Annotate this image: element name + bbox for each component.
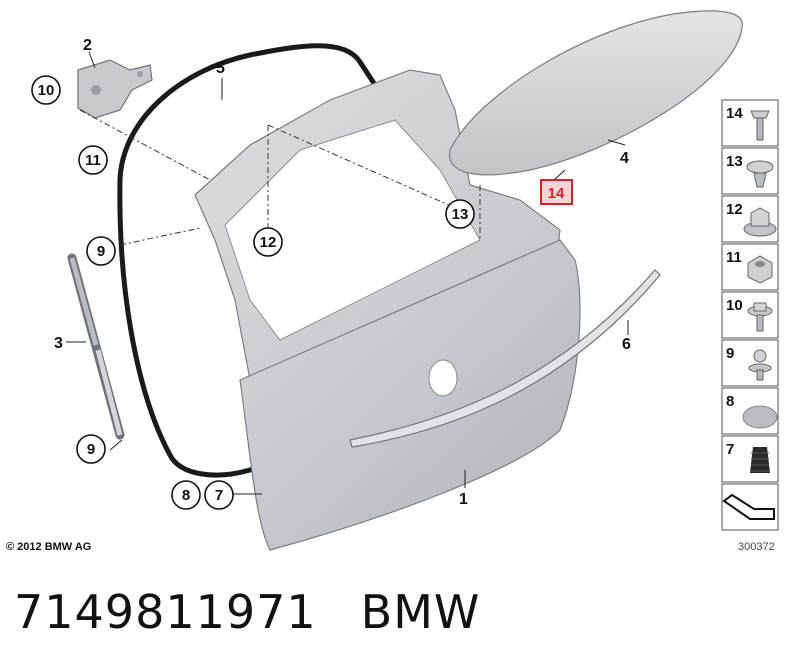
callout-4: 4: [620, 150, 629, 167]
callout-9-lower: 9: [76, 434, 106, 464]
legend-cell: 11: [721, 243, 779, 291]
callout-2: 2: [83, 37, 92, 54]
svg-text:9: 9: [97, 243, 105, 260]
image-number: 300372: [738, 541, 775, 553]
callout-12: 12: [253, 227, 283, 257]
hex-nut-flange-icon: [743, 207, 777, 237]
copyright: © 2012 BMW AG: [6, 541, 92, 553]
callout-7: 7: [204, 480, 234, 510]
gas-strut: [67, 253, 125, 440]
legend-number: 11: [726, 249, 742, 266]
emblem-recess: [428, 359, 458, 397]
callout-6: 6: [622, 336, 631, 353]
pointer-arrow-icon: [722, 493, 775, 520]
tailgate-panel: [239, 239, 581, 551]
svg-text:13: 13: [452, 206, 469, 223]
svg-text:8: 8: [182, 487, 190, 504]
legend-number: 13: [726, 153, 743, 170]
callout-5: 5: [216, 60, 225, 77]
legend-number: 7: [726, 441, 734, 458]
hex-bolt-icon: [747, 302, 773, 332]
callout-14-highlighted: 14: [540, 179, 573, 205]
legend-cell: 8: [721, 387, 779, 435]
legend-number: 10: [726, 297, 743, 314]
fastener-legend: 14 13 12 11 10 9 8 7: [721, 99, 779, 531]
legend-cell: 7: [721, 435, 779, 483]
svg-text:14: 14: [548, 185, 565, 202]
legend-cell: 13: [721, 147, 779, 195]
legend-number: 9: [726, 345, 734, 362]
legend-number: 8: [726, 393, 734, 410]
callout-9-upper: 9: [86, 236, 116, 266]
part-number-line: 7149811971 BMW: [14, 585, 480, 639]
svg-text:10: 10: [38, 82, 55, 99]
parts-diagram: 2 5 3 4 6 1 10 11 9 12 13 9 8 7 14 14131…: [31, 10, 779, 551]
legend-cell: 10: [721, 291, 779, 339]
svg-text:9: 9: [87, 441, 95, 458]
callout-10: 10: [31, 75, 61, 105]
legend-cell: 9: [721, 339, 779, 387]
hinge: [77, 59, 153, 119]
trim-strip: [349, 269, 661, 448]
legend-number: 14: [726, 105, 743, 122]
callout-8: 8: [171, 480, 201, 510]
legend-cell: [721, 483, 779, 531]
screw-icon: [750, 110, 770, 141]
part-number: 7149811971: [14, 585, 317, 639]
legend-cell: 12: [721, 195, 779, 243]
expanding-rivet-icon: [746, 160, 774, 188]
leader-lines: [79, 109, 481, 246]
hex-nut-icon: [747, 255, 773, 284]
callout-13: 13: [445, 199, 475, 229]
legend-cell: 14: [721, 99, 779, 147]
legend-number: 12: [726, 201, 743, 218]
sealing-pad-icon: [742, 405, 778, 429]
svg-text:12: 12: [260, 234, 277, 251]
callout-11: 11: [78, 145, 108, 175]
svg-text:7: 7: [215, 487, 223, 504]
rubber-buffer-icon: [750, 447, 770, 473]
brand-name: BMW: [360, 585, 481, 639]
callout-3: 3: [54, 335, 63, 352]
callout-1: 1: [459, 491, 468, 508]
rear-spoiler: [449, 10, 743, 176]
svg-text:11: 11: [85, 152, 101, 169]
ball-stud-icon: [748, 349, 772, 381]
